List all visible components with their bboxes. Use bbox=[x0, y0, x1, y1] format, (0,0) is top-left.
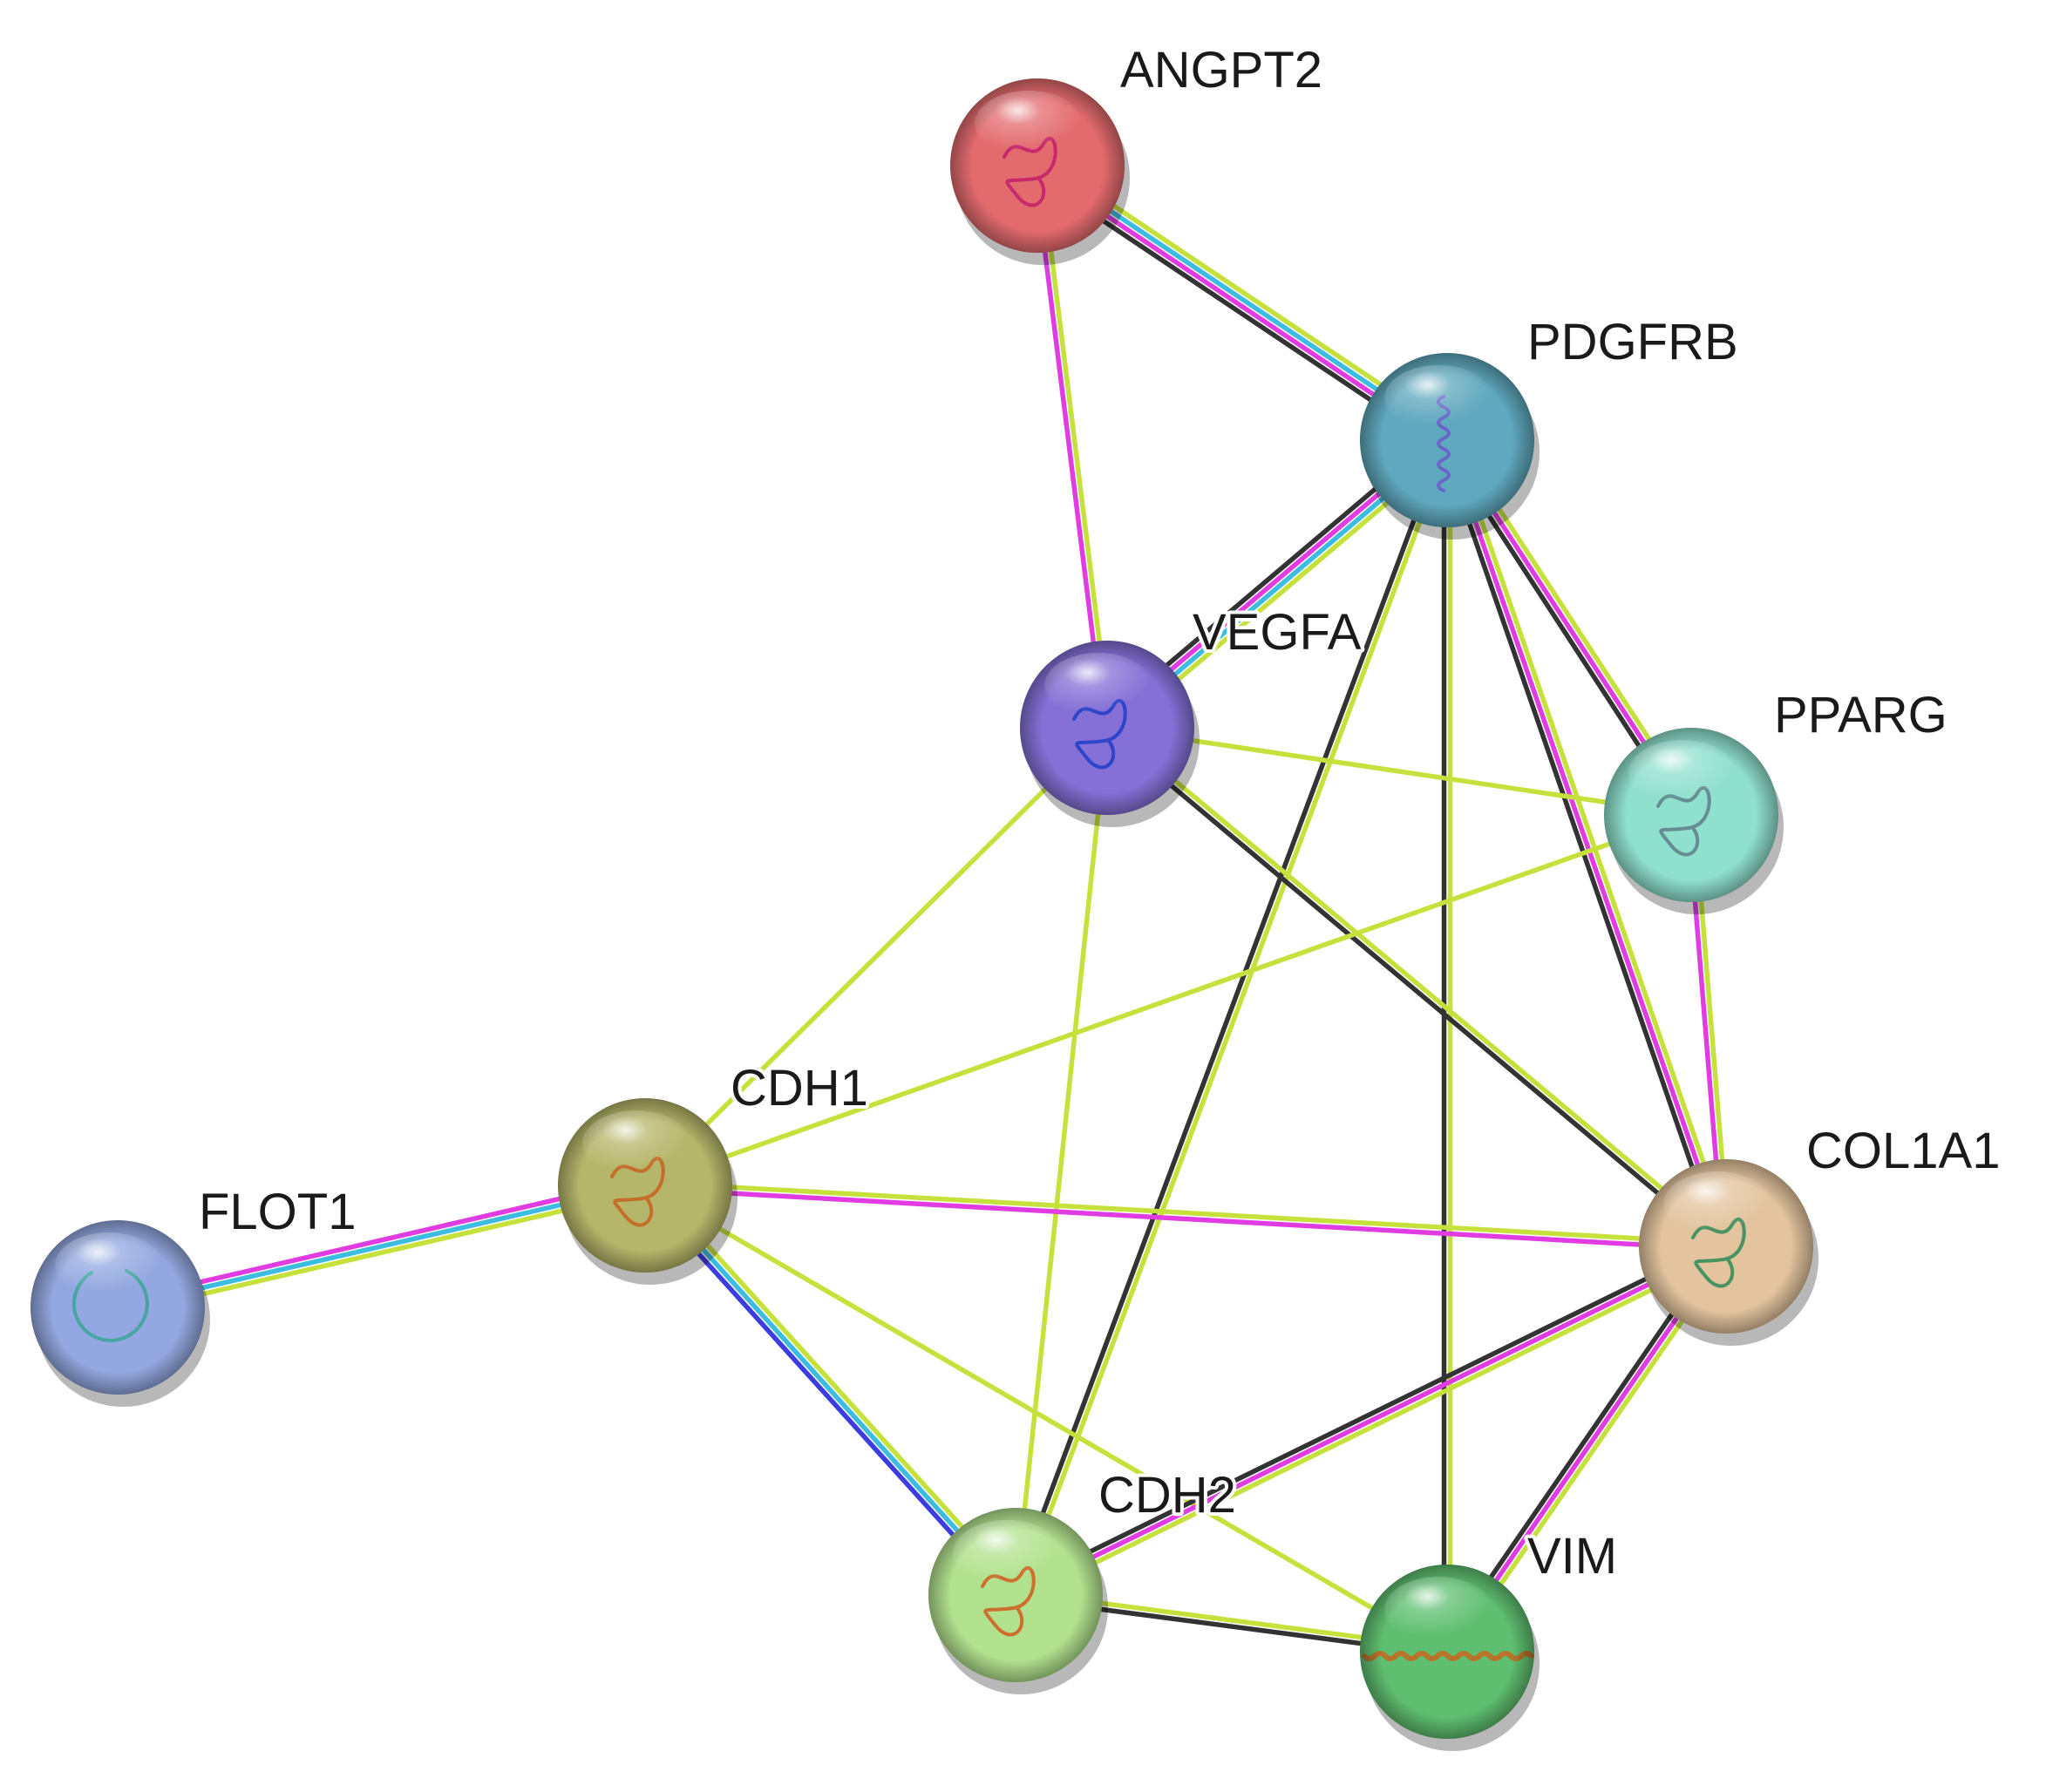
edge-line-textmining bbox=[1037, 165, 1113, 728]
node-flot1[interactable]: FLOT1 bbox=[31, 1180, 360, 1407]
edge-line-coexpression bbox=[1438, 441, 1723, 1250]
node-vegfa[interactable]: VEGFA bbox=[1020, 601, 1365, 827]
node-pdgfrb[interactable]: PDGFRB bbox=[1360, 310, 1742, 540]
node-highlight bbox=[1384, 1577, 1492, 1643]
node-col1a1[interactable]: COL1A1 bbox=[1639, 1119, 2003, 1346]
edge-line-experiments bbox=[1444, 439, 1729, 1247]
node-label-col1a1: COL1A1 bbox=[1806, 1123, 2000, 1179]
node-highlight bbox=[1663, 1171, 1771, 1238]
node-highlight bbox=[55, 1232, 163, 1299]
node-highlight bbox=[975, 91, 1083, 157]
edge-line-textmining bbox=[1107, 723, 1730, 1246]
edge-pdgfrb-cdh2[interactable] bbox=[1010, 438, 1452, 1598]
edge-line-database bbox=[117, 1183, 646, 1310]
node-cdh1[interactable]: CDH1 bbox=[558, 1056, 872, 1285]
edge-line-textmining bbox=[644, 812, 1692, 1188]
edge-vegfa-col1a1[interactable] bbox=[1103, 723, 1730, 1251]
edge-col1a1-cdh2[interactable] bbox=[1011, 1239, 1730, 1603]
node-label-flot1: FLOT1 bbox=[199, 1184, 357, 1240]
edge-line-textmining bbox=[118, 1189, 648, 1316]
node-vim[interactable]: VIM bbox=[1360, 1524, 1621, 1751]
node-label-cdh1: CDH1 bbox=[731, 1060, 868, 1117]
node-label-cdh2: CDH2 bbox=[1098, 1467, 1236, 1524]
edge-line-textmining bbox=[1016, 1249, 1730, 1603]
edge-line-textmining bbox=[1106, 725, 1692, 818]
node-label-pdgfrb: PDGFRB bbox=[1527, 314, 1738, 370]
edge-line-cooccurrence bbox=[638, 1187, 1013, 1601]
node-highlight bbox=[1044, 653, 1152, 719]
edge-line-textmining bbox=[643, 1183, 1449, 1654]
node-angpt2[interactable]: ANGPT2 bbox=[950, 38, 1326, 265]
node-label-pparg: PPARG bbox=[1774, 687, 1947, 743]
edge-line-experiments bbox=[1031, 166, 1107, 729]
edge-line-textmining bbox=[1013, 727, 1110, 1596]
edge-vegfa-cdh2[interactable] bbox=[1013, 727, 1110, 1596]
edge-line-textmining bbox=[1451, 437, 1735, 1246]
edge-vegfa-pparg[interactable] bbox=[1106, 725, 1692, 818]
node-highlight bbox=[1628, 740, 1737, 806]
edge-cdh1-flot1[interactable] bbox=[115, 1177, 648, 1316]
node-label-vegfa: VEGFA bbox=[1193, 604, 1362, 661]
edge-line-experiments bbox=[115, 1177, 645, 1304]
edge-pdgfrb-vim[interactable] bbox=[1441, 440, 1453, 1652]
edge-line-textmining bbox=[645, 1179, 1727, 1246]
node-label-angpt2: ANGPT2 bbox=[1120, 42, 1322, 98]
edge-line-textmining bbox=[1016, 440, 1452, 1598]
node-highlight bbox=[582, 1110, 690, 1177]
node-highlight bbox=[1384, 365, 1492, 431]
edge-line-database bbox=[642, 1184, 1018, 1597]
edge-line-coexpression bbox=[1103, 728, 1726, 1251]
node-cdh2[interactable]: CDH2 bbox=[928, 1463, 1240, 1694]
edge-vegfa-cdh1[interactable] bbox=[643, 726, 1109, 1187]
node-pparg[interactable]: PPARG bbox=[1604, 683, 1951, 914]
edge-line-coexpression bbox=[1010, 438, 1447, 1595]
edge-line-coexpression bbox=[1011, 1239, 1725, 1592]
edge-cdh1-cdh2[interactable] bbox=[638, 1179, 1023, 1601]
edge-line-textmining bbox=[648, 1179, 1023, 1593]
edge-cdh1-vim[interactable] bbox=[643, 1183, 1449, 1654]
node-highlight bbox=[953, 1520, 1061, 1586]
edge-angpt2-vegfa[interactable] bbox=[1031, 165, 1113, 729]
edge-pparg-cdh1[interactable] bbox=[644, 812, 1692, 1188]
edge-line-experiments bbox=[1014, 1244, 1728, 1598]
edge-line-experiments bbox=[644, 1185, 1726, 1252]
edge-pdgfrb-col1a1[interactable] bbox=[1438, 437, 1735, 1250]
edge-line-textmining bbox=[643, 726, 1109, 1187]
node-label-vim: VIM bbox=[1527, 1528, 1617, 1585]
edge-cdh1-col1a1[interactable] bbox=[644, 1179, 1727, 1252]
